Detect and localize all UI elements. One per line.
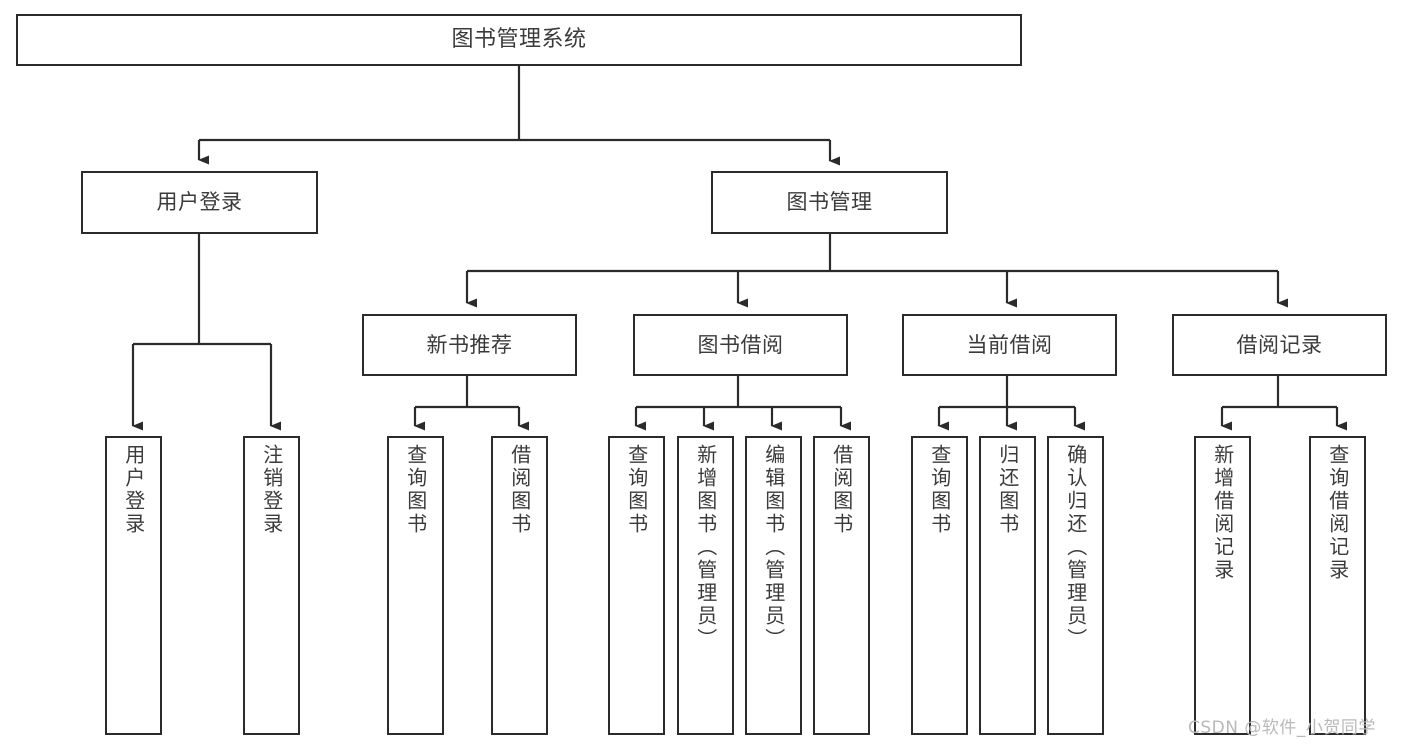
node-user-login[interactable]: 用户登录 — [81, 171, 318, 234]
node-leaf-query-book-recommend[interactable]: 查询图书 — [387, 436, 444, 735]
node-leaf-edit-book[interactable]: 编辑图书（管理员） — [745, 436, 802, 735]
node-label: 查询图书 — [624, 444, 649, 536]
node-label: 新增借阅记录 — [1210, 444, 1235, 582]
node-label: 当前借阅 — [966, 332, 1053, 357]
node-leaf-add-borrow-record[interactable]: 新增借阅记录 — [1194, 436, 1251, 735]
node-leaf-user-login[interactable]: 用户登录 — [105, 436, 162, 735]
node-leaf-return-book[interactable]: 归还图书 — [979, 436, 1036, 735]
node-current-borrow[interactable]: 当前借阅 — [902, 314, 1117, 376]
node-label: 图书管理系统 — [451, 27, 587, 53]
node-label: 借阅图书 — [507, 444, 532, 536]
node-label: 新书推荐 — [426, 332, 513, 357]
node-label: 注销登录 — [259, 444, 284, 536]
node-book-borrow[interactable]: 图书借阅 — [633, 314, 848, 376]
node-leaf-logout-login[interactable]: 注销登录 — [243, 436, 300, 735]
node-label: 查询图书 — [927, 444, 952, 536]
node-label: 归还图书 — [995, 444, 1020, 536]
node-label: 用户登录 — [121, 444, 146, 536]
node-label: 编辑图书（管理员） — [761, 444, 786, 651]
node-leaf-query-book-borrow[interactable]: 查询图书 — [608, 436, 665, 735]
node-borrow-record[interactable]: 借阅记录 — [1172, 314, 1387, 376]
node-label: 查询图书 — [403, 444, 428, 536]
watermark: CSDN @软件_小贺同学 — [1188, 718, 1376, 738]
node-book-management[interactable]: 图书管理 — [711, 171, 948, 234]
node-label: 新增图书（管理员） — [693, 444, 718, 651]
node-label: 查询借阅记录 — [1325, 444, 1350, 582]
node-label: 确认归还（管理员） — [1063, 444, 1088, 651]
node-leaf-query-borrow-record[interactable]: 查询借阅记录 — [1309, 436, 1366, 735]
node-label: 借阅记录 — [1236, 332, 1323, 357]
node-leaf-add-book[interactable]: 新增图书（管理员） — [677, 436, 734, 735]
node-leaf-query-book-current[interactable]: 查询图书 — [911, 436, 968, 735]
node-leaf-borrow-book-recommend[interactable]: 借阅图书 — [491, 436, 548, 735]
node-leaf-confirm-return[interactable]: 确认归还（管理员） — [1047, 436, 1104, 735]
node-new-book-recommend[interactable]: 新书推荐 — [362, 314, 577, 376]
node-leaf-borrow-book[interactable]: 借阅图书 — [813, 436, 870, 735]
node-label: 图书借阅 — [697, 332, 784, 357]
node-label: 用户登录 — [156, 190, 243, 215]
node-label: 借阅图书 — [829, 444, 854, 536]
node-root-book-management-system[interactable]: 图书管理系统 — [16, 14, 1022, 66]
node-label: 图书管理 — [786, 190, 873, 215]
